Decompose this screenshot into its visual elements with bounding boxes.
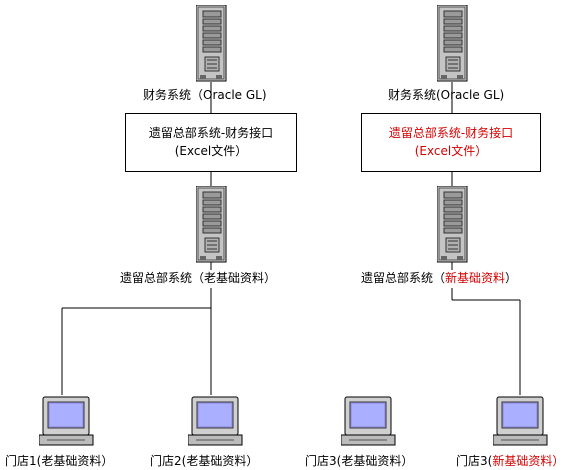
right-hq-label: 遗留总部系统（新基础资料） — [361, 271, 518, 285]
top-left-server-icon — [196, 5, 227, 82]
store-2-label: 门店2(老基础资料） — [150, 454, 259, 468]
right-hq-server-icon — [437, 186, 468, 263]
top-right-interface-box: 遗留总部系统-财务接口 (Excel文件） — [361, 113, 541, 172]
interface-title: 遗留总部系统-财务接口 — [388, 126, 514, 140]
store-1-computer-icon — [39, 396, 94, 446]
store-2-computer-icon — [188, 396, 243, 446]
interface-title: 遗留总部系统-财务接口 — [148, 126, 274, 140]
left-hq-label: 遗留总部系统（老基础资料） — [120, 271, 277, 285]
store-1-label: 门店1(老基础资料） — [5, 454, 114, 468]
left-hq-server-icon — [196, 186, 227, 263]
store-3-old-label: 门店3(老基础资料） — [305, 454, 414, 468]
store-3-new-label: 门店3(新基础资料） — [456, 454, 565, 468]
interface-subtitle: (Excel文件） — [174, 144, 248, 158]
top-right-server-label: 财务系统(Oracle GL) — [388, 88, 505, 102]
store-3-old-computer-icon — [341, 396, 396, 446]
store-3-new-computer-icon — [493, 396, 548, 446]
top-right-server-icon — [437, 5, 468, 82]
interface-subtitle: (Excel文件） — [414, 144, 488, 158]
top-left-server-label: 财务系统（Oracle GL) — [143, 88, 267, 102]
top-left-interface-box: 遗留总部系统-财务接口 (Excel文件） — [125, 113, 297, 172]
